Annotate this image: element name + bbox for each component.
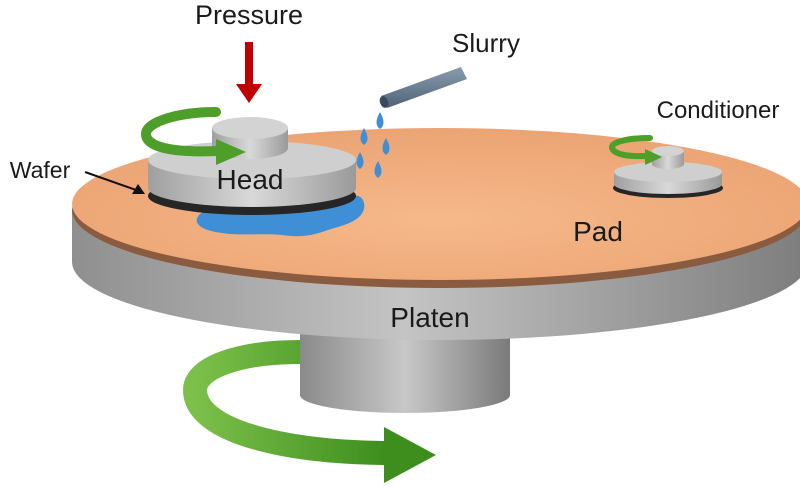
- pad-label: Pad: [573, 216, 623, 247]
- wafer-pointer-arrow: [84, 171, 145, 194]
- curved-arrow-icon: [608, 135, 662, 165]
- conditioner-label: Conditioner: [657, 97, 780, 124]
- conditioner: [613, 146, 723, 198]
- curved-arrow-icon: [140, 107, 246, 165]
- head-label: Head: [217, 164, 284, 195]
- platen-column: [300, 330, 510, 413]
- slurry-nozzle: [379, 67, 467, 108]
- wafer-label: Wafer: [10, 157, 71, 183]
- pressure-label: Pressure: [195, 0, 303, 30]
- platen-label: Platen: [390, 302, 469, 333]
- curved-arrow-icon: [182, 340, 436, 483]
- slurry-label: Slurry: [452, 28, 520, 58]
- water-drop-icon: [356, 112, 390, 178]
- down-arrow-icon: [236, 42, 262, 103]
